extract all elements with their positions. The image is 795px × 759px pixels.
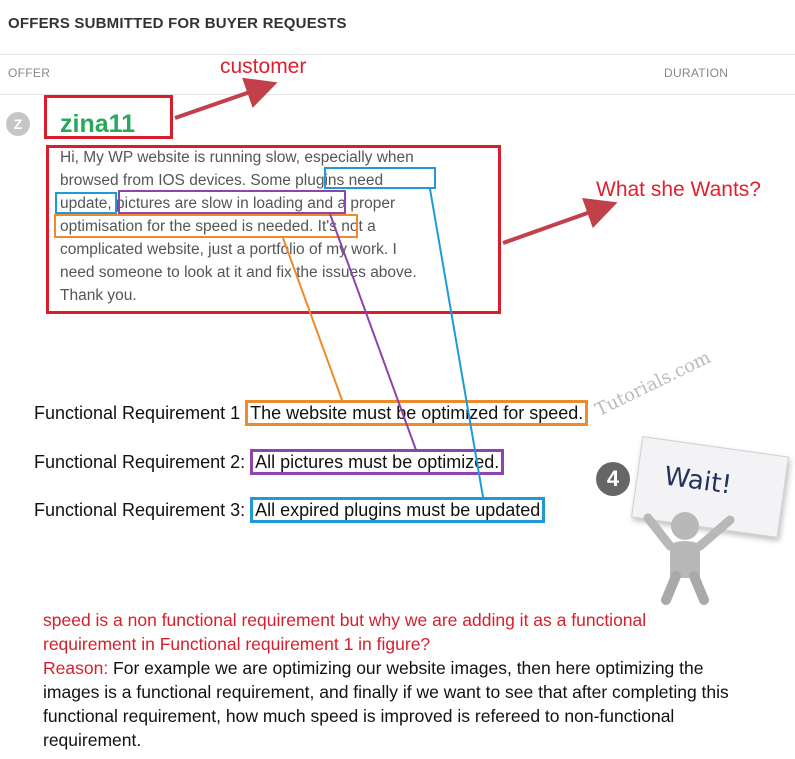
avatar: Z [6, 112, 30, 136]
requirement-label: Functional Requirement 1 [34, 403, 241, 423]
message-line: optimisation for the speed is needed. It… [60, 218, 376, 235]
message-line: Thank you. [60, 287, 137, 304]
customer-annotation: customer [220, 55, 307, 78]
explanation-note: speed is a non functional requirement bu… [43, 608, 743, 752]
buyer-username[interactable]: zina11 [60, 110, 136, 138]
note-question: speed is a non functional requirement bu… [43, 610, 647, 654]
mascot-figure-icon [643, 512, 735, 605]
message-line: complicated website, just a portfolio of… [60, 241, 397, 258]
column-header-duration: DURATION [664, 66, 729, 80]
functional-requirement-2: Functional Requirement 2: All pictures m… [34, 449, 505, 475]
watermark-logo: 4 [596, 462, 630, 496]
note-reason-text: For example we are optimizing our websit… [43, 658, 729, 750]
requirement-label: Functional Requirement 2: [34, 452, 246, 472]
message-highlight-box [46, 145, 501, 314]
update-highlight [55, 192, 117, 214]
divider [0, 94, 795, 95]
offer-message: Hi, My WP website is running slow, espec… [60, 146, 490, 307]
column-header-offer: OFFER [8, 66, 51, 80]
message-line: update, pictures are slow in loading and… [60, 195, 396, 212]
requirement-text: All pictures must be optimized. [250, 449, 505, 475]
requirement-text: The website must be optimized for speed. [245, 400, 589, 426]
note-reason-label: Reason: [43, 658, 109, 678]
page-title: OFFERS SUBMITTED FOR BUYER REQUESTS [8, 15, 347, 32]
wants-arrow [502, 197, 618, 245]
plugins-need-highlight [324, 167, 436, 189]
requirement-label: Functional Requirement 3: [34, 500, 246, 520]
speed-optimisation-highlight [54, 214, 358, 238]
functional-requirement-1: Functional Requirement 1 The website mus… [34, 400, 589, 426]
message-line: need someone to look at it and fix the i… [60, 264, 417, 281]
username-highlight-box [44, 95, 173, 139]
message-line: Hi, My WP website is running slow, espec… [60, 149, 414, 166]
plugins-connector [429, 188, 484, 498]
requirement-text: All expired plugins must be updated [250, 497, 546, 523]
functional-requirement-3: Functional Requirement 3: All expired pl… [34, 497, 546, 523]
what-she-wants-annotation: What she Wants? [596, 178, 761, 201]
customer-arrow [174, 77, 278, 120]
divider [0, 54, 795, 55]
speed-connector [282, 237, 343, 401]
pictures-slow-highlight [118, 190, 346, 214]
pictures-connector [329, 213, 417, 451]
message-line: browsed from IOS devices. Some plugins n… [60, 172, 384, 189]
